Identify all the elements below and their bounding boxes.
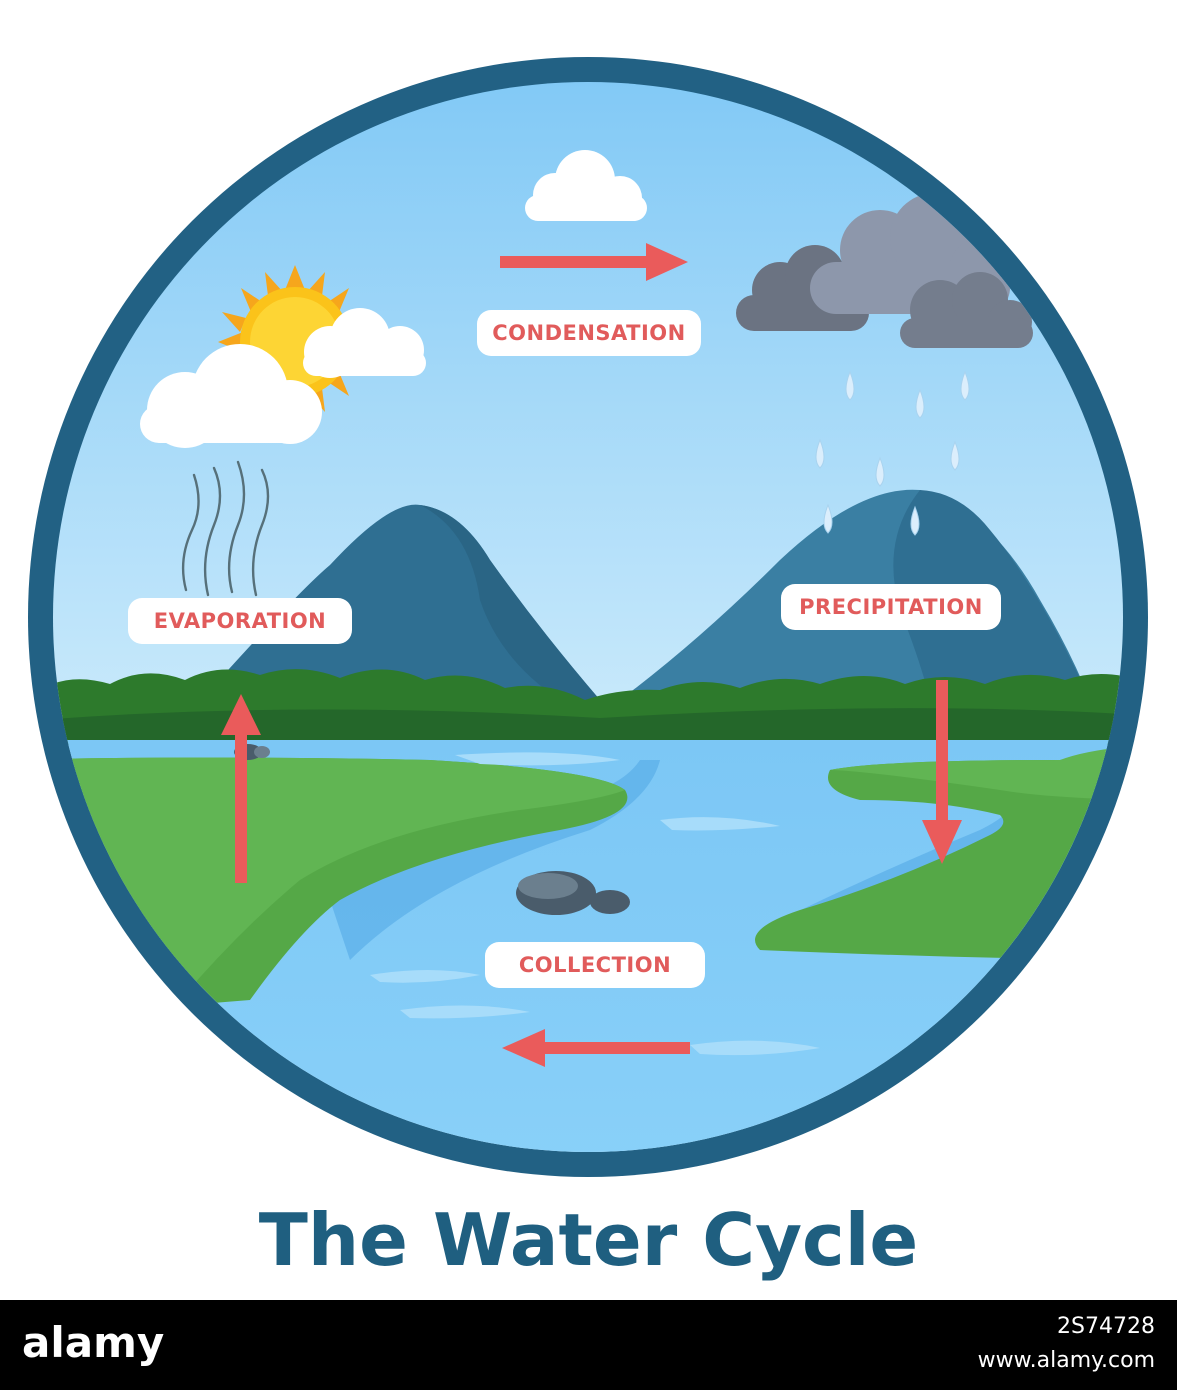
cloud-icon (525, 150, 647, 221)
stock-footer: alamy 2S74728 www.alamy.com (0, 1300, 1177, 1390)
arrow-collection-icon (502, 1029, 690, 1067)
evaporation-label: EVAPORATION (128, 598, 352, 644)
precipitation-label: PRECIPITATION (781, 584, 1001, 630)
steam-icon (181, 460, 270, 597)
site-url: www.alamy.com (977, 1348, 1155, 1373)
diagram-title: The Water Cycle (258, 1198, 919, 1282)
cloud-icon (140, 344, 322, 448)
cloud-icon (303, 308, 426, 378)
arrow-precipitation-icon (922, 680, 962, 864)
collection-label: COLLECTION (485, 942, 705, 988)
arrow-evaporation-icon (221, 694, 261, 883)
raindrop-icon (815, 370, 970, 536)
arrow-condensation-icon (500, 243, 688, 281)
stock-meta: 2S74728 www.alamy.com (978, 1310, 1155, 1378)
condensation-label: CONDENSATION (477, 310, 701, 356)
water-ripples (370, 752, 820, 1056)
image-id: 2S74728 (1057, 1314, 1155, 1339)
water-cycle-scene (28, 57, 1148, 1177)
brand-logo: alamy (22, 1318, 165, 1367)
